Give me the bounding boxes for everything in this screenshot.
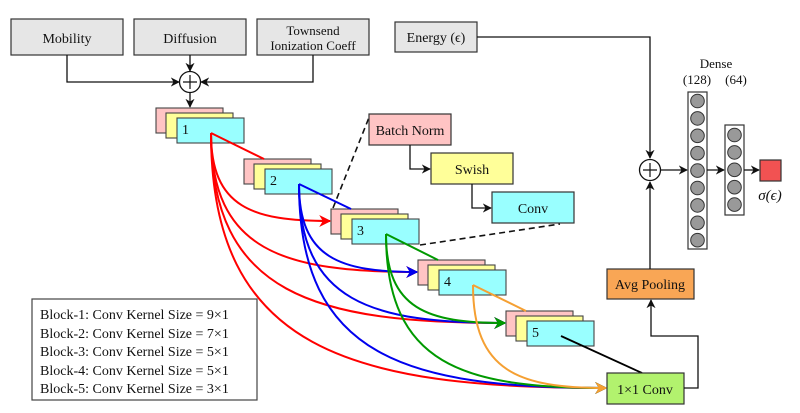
dense-128-node	[690, 111, 705, 126]
output-node	[759, 159, 782, 182]
batch-norm-label: Batch Norm	[376, 124, 445, 139]
detail-dashed-line-bottom	[419, 223, 561, 246]
input-energy: Energy (ϵ)	[394, 21, 478, 53]
sum-node-input-icon	[178, 70, 202, 94]
detail-dashed-line-top	[332, 114, 371, 209]
sum-node-head-icon	[638, 158, 662, 182]
dense-title: Dense	[700, 56, 733, 71]
block-4-to-block-5-line	[472, 284, 527, 312]
dense-64-node	[727, 145, 742, 160]
block-2-skip-to-block-5	[298, 183, 507, 329]
batch-norm-box: Batch Norm	[368, 113, 452, 146]
kernel-size-legend: Block-1: Conv Kernel Size = 9×1 Block-2:…	[31, 298, 258, 401]
dense-128-node	[690, 93, 705, 109]
swish-to-conv-arrow	[471, 184, 492, 213]
block-3-to-block-4-line	[385, 233, 439, 261]
dense-128-node	[690, 215, 705, 231]
block-2: 2	[243, 158, 333, 195]
block-1: 1	[155, 107, 245, 144]
conv-label: Conv	[518, 202, 548, 217]
batchnorm-to-swish-arrow	[409, 145, 431, 174]
skip-connections	[210, 132, 643, 394]
input-diffusion: Diffusion	[133, 18, 247, 56]
dense-64-node	[727, 197, 742, 212]
dense-128-node	[690, 180, 705, 196]
dense-64-node	[727, 162, 742, 178]
avg-pooling-box: Avg Pooling	[606, 268, 695, 300]
legend-item-4: Block-4: Conv Kernel Size = 5×1	[40, 364, 229, 379]
dense-64-node	[727, 127, 742, 143]
mobility-to-sum-arrow	[66, 55, 180, 87]
block-1-skip-to-block-5	[210, 132, 507, 329]
block-label: 5	[532, 326, 539, 341]
swish-label: Swish	[455, 163, 489, 178]
legend-item-2: Block-2: Conv Kernel Size = 7×1	[40, 327, 229, 342]
conv1x1-to-avgpool-arrow	[646, 299, 699, 389]
block-detail: Batch Norm Swish Conv	[332, 113, 575, 246]
dense-64-node	[727, 179, 742, 195]
dense-128-node	[690, 232, 705, 248]
block-3: 3	[330, 208, 420, 245]
energy-label: Energy (ϵ)	[407, 31, 466, 46]
dense-128-node	[690, 145, 705, 161]
block-4: 4	[417, 259, 507, 296]
dense-128-label: (128)	[683, 72, 711, 87]
townsend-to-sum-arrow	[200, 55, 314, 87]
conv-box: Conv	[491, 191, 575, 224]
dense-128-node	[690, 128, 705, 144]
block-5-to-conv1x1-line	[560, 335, 643, 374]
output-label: σ(ϵ)	[758, 188, 781, 204]
energy-to-sum-arrow	[477, 36, 655, 159]
legend-item-1: Block-1: Conv Kernel Size = 9×1	[40, 308, 229, 323]
block-label: 1	[182, 123, 189, 138]
block-layer-conv	[526, 320, 595, 347]
diffusion-label: Diffusion	[163, 32, 216, 47]
block-1-skip-to-conv1x1	[210, 132, 608, 394]
block-label: 3	[357, 224, 364, 239]
input-townsend: Townsend Ionization Coeff	[256, 18, 370, 56]
block-2-skip-to-conv1x1	[298, 183, 608, 394]
dense-128-node	[690, 198, 705, 213]
input-mobility: Mobility	[10, 18, 124, 56]
legend-item-5: Block-5: Conv Kernel Size = 3×1	[40, 382, 229, 397]
dense-64-layer	[724, 124, 745, 216]
conv1x1-label: 1×1 Conv	[617, 383, 673, 398]
mobility-label: Mobility	[42, 32, 91, 47]
legend-item-3: Block-3: Conv Kernel Size = 5×1	[40, 345, 229, 360]
residual-blocks: 1 2 3 4 5	[155, 107, 595, 347]
block-5: 5	[505, 310, 595, 347]
block-1-skip-to-block-4	[210, 132, 419, 278]
block-label: 2	[270, 174, 277, 189]
block-label: 4	[444, 275, 451, 290]
block-4-skip-to-conv1x1	[472, 284, 608, 394]
dense-128-layer	[687, 91, 708, 250]
swish-box: Swish	[430, 152, 514, 185]
input-connectors	[66, 55, 314, 108]
townsend-label-line2: Ionization Coeff	[270, 38, 356, 53]
avg-pooling-label: Avg Pooling	[615, 278, 685, 293]
townsend-label-line1: Townsend	[286, 23, 340, 38]
block-2-to-block-3-line	[298, 183, 352, 210]
block-3-skip-to-conv1x1	[385, 233, 608, 394]
dense-128-node	[690, 163, 705, 178]
dense-64-label: (64)	[725, 72, 747, 87]
conv1x1-box: 1×1 Conv	[606, 372, 685, 405]
block-1-to-block-2-line	[210, 132, 265, 160]
